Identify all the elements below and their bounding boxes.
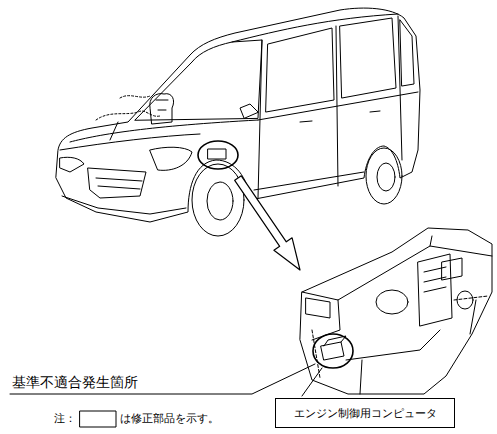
rear-wheel: [366, 148, 402, 204]
dashboard-top: [302, 236, 492, 340]
engine-computer: [321, 336, 346, 360]
engine-harness: [96, 96, 160, 120]
dashboard-vent: [306, 258, 462, 318]
car-body: [56, 8, 420, 222]
location-heading: 基準不適合発生箇所: [12, 374, 138, 392]
dashboard: [300, 228, 492, 394]
note-text: 注：: [54, 411, 76, 426]
quarter-window: [400, 20, 414, 86]
note-text: は修正部品を示す。: [120, 411, 219, 426]
mirror: [240, 104, 258, 118]
rear-wheel-hub: [377, 163, 395, 191]
front-wheel-hub: [207, 182, 233, 220]
location-circle: [313, 334, 353, 368]
pointer-arrow: [235, 176, 300, 270]
center-panel: [418, 254, 452, 326]
dashboard-lower: [346, 300, 476, 394]
hood: [60, 120, 258, 150]
rear-door-window: [340, 18, 396, 98]
heading-underline: [10, 364, 315, 394]
engine-part: [150, 94, 174, 124]
box-leader: [302, 368, 322, 396]
belt-line: [254, 92, 418, 190]
steering-column: [376, 290, 408, 314]
front-door-window: [266, 28, 334, 112]
headlight: [150, 147, 192, 170]
front-wheel: [192, 164, 244, 236]
windshield: [135, 40, 262, 120]
part-name-box: エンジン制御用コンピュータ: [275, 398, 455, 428]
dash-knob: [457, 291, 473, 309]
part-name: エンジン制御用コンピュータ: [294, 406, 437, 421]
hidden-lines: [312, 296, 488, 378]
computer-symbol: [208, 149, 226, 159]
headlight-left: [60, 157, 84, 172]
note-box: [80, 411, 116, 427]
roof-line: [232, 14, 398, 42]
bumper: [62, 196, 186, 214]
grille: [88, 168, 146, 198]
location-circle: [198, 141, 238, 169]
